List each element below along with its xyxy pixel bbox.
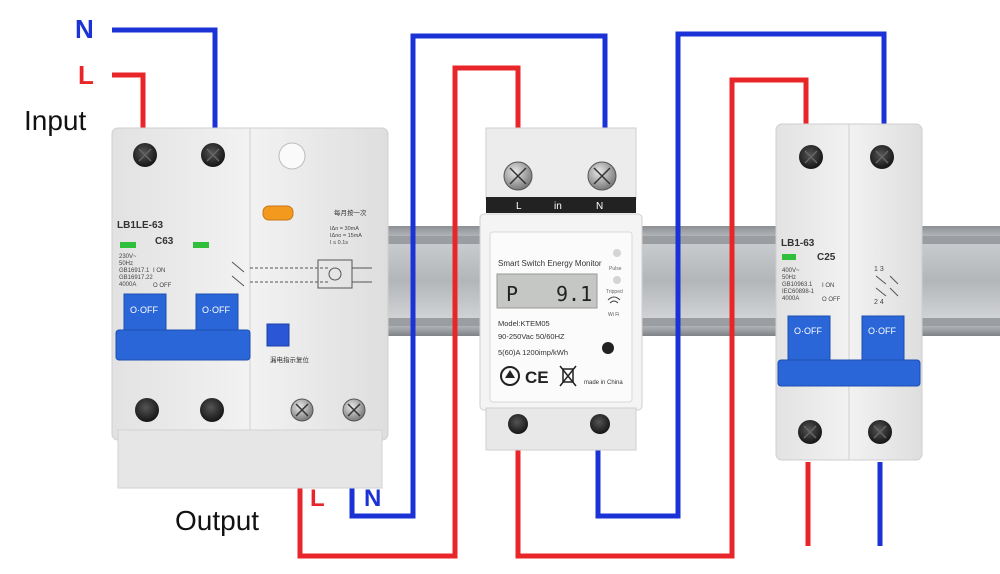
svg-text:IEC60898-1: IEC60898-1: [782, 289, 815, 295]
input-neutral-label: N: [75, 14, 94, 44]
rcbo-test-button[interactable]: [262, 205, 294, 221]
rcbo-indicator-left: [120, 242, 136, 248]
meter-tripped-label: Tripped: [606, 289, 623, 295]
recycle-icon: [500, 366, 520, 386]
meter-wifi-label: Wi Fi: [608, 312, 619, 318]
ce-mark-icon: CE: [525, 368, 549, 387]
svg-text:O·OFF: O·OFF: [868, 326, 896, 336]
input-live-label: L: [78, 60, 94, 90]
rcbo-reset-button[interactable]: [266, 323, 290, 347]
wire-rcbo-neutral-to-meter: [349, 33, 608, 519]
meter-lcd-mode: P: [506, 282, 518, 306]
rcbo-leak-params: IΔn = 30mA IΔno = 15mA I ≤ 0.1s: [330, 226, 362, 246]
meter-bottom-screw-n: [590, 414, 610, 434]
svg-text:O·OFF: O·OFF: [130, 305, 158, 315]
meter-tripped-led: [613, 276, 621, 284]
mcb-handle-bar[interactable]: [777, 359, 921, 387]
output-label: Output: [175, 505, 259, 536]
mcb-handle-left[interactable]: O·OFF: [787, 315, 831, 363]
svg-text:400V~: 400V~: [782, 268, 800, 274]
meter-lcd-value: 9.1: [556, 282, 592, 306]
svg-text:50Hz: 50Hz: [782, 275, 796, 281]
mcb-schematic-symbol: [875, 275, 899, 297]
mcb-terminal-bottom: 2 4: [874, 299, 884, 306]
wire-meter-neutral-to-mcb: [595, 31, 887, 519]
mcb-off-text: O OFF: [822, 297, 841, 303]
svg-text:IΔn = 30mA: IΔn = 30mA: [330, 226, 359, 232]
meter-pulse-label: Pulse: [609, 266, 622, 272]
meter-terminal-n: N: [596, 201, 603, 212]
rcbo-off-text: O OFF: [153, 283, 172, 289]
rcbo-breaker: LB1LE-63 C63 230V~ 50Hz GB16917.1 GB1691…: [111, 127, 389, 489]
mcb-terminal-top: 1 3: [874, 266, 884, 273]
wifi-icon: [607, 296, 621, 304]
mcb-on-text: I ON: [822, 283, 834, 289]
meter-pulse-led: [613, 249, 621, 257]
rcbo-indicator-right: [193, 242, 209, 248]
svg-text:O·OFF: O·OFF: [202, 305, 230, 315]
input-label: Input: [24, 105, 86, 136]
rcbo-rating: C63: [155, 236, 174, 247]
rcbo-on-text: I ON: [153, 268, 165, 274]
rcbo-top-terminals: [133, 142, 306, 170]
energy-meter: L in N Smart Switch Energy Monitor Pulse…: [479, 127, 643, 451]
output-live-label: L: [310, 485, 325, 512]
rcbo-schematic-symbol: [231, 259, 372, 289]
rcbo-handle-bar[interactable]: [115, 329, 251, 361]
wire-rcbo-live-to-meter: [297, 65, 521, 559]
rcbo-bottom-terminals: [135, 398, 366, 422]
meter-model: Model:KTEM05: [498, 319, 550, 328]
svg-text:GB10963.1: GB10963.1: [782, 282, 813, 288]
svg-text:IΔno = 15mA: IΔno = 15mA: [330, 233, 362, 239]
meter-button[interactable]: [602, 342, 614, 354]
mcb-spec-lines: 400V~ 50Hz GB10963.1 IEC60898-1 4000A: [782, 268, 815, 302]
wire-input-live: [112, 72, 146, 128]
svg-text:I ≤ 0.1s: I ≤ 0.1s: [330, 240, 348, 246]
svg-text:50Hz: 50Hz: [119, 261, 133, 267]
meter-title: Smart Switch Energy Monitor: [498, 259, 602, 268]
svg-text:GB16917.1: GB16917.1: [119, 268, 150, 274]
output-neutral-label: N: [364, 485, 381, 512]
svg-text:GB16917.22: GB16917.22: [119, 275, 153, 281]
meter-voltage: 90-250Vac 50/60HZ: [498, 332, 565, 341]
rcbo-spec-lines: 230V~ 50Hz GB16917.1 GB16917.22 4000A: [119, 254, 153, 288]
rcbo-handle-left[interactable]: O·OFF: [123, 293, 167, 335]
wire-meter-live-to-mcb: [515, 77, 809, 559]
rcbo-handle-right[interactable]: O·OFF: [195, 293, 239, 335]
meter-bottom-screw-l: [508, 414, 528, 434]
mcb-rating: C25: [817, 252, 836, 263]
meter-current: 5(60)A 1200imp/kWh: [498, 348, 568, 357]
svg-text:4000A: 4000A: [119, 282, 136, 288]
rcbo-test-hint: 每月按一次: [334, 208, 367, 217]
mcb-handle-right[interactable]: O·OFF: [861, 315, 905, 363]
mcb-indicator: [782, 254, 796, 260]
svg-text:O·OFF: O·OFF: [794, 326, 822, 336]
rcbo-reset-hint: 漏电指示复位: [270, 355, 310, 364]
mcb-breaker: LB1-63 C25 400V~ 50Hz GB10963.1 IEC60898…: [775, 123, 923, 461]
meter-terminal-l: L: [516, 201, 522, 212]
weee-bin-icon: [559, 365, 577, 387]
wires: [112, 27, 887, 559]
wire-input-neutral: [112, 27, 218, 128]
mcb-model: LB1-63: [781, 238, 815, 249]
svg-text:230V~: 230V~: [119, 254, 137, 260]
meter-terminal-in: in: [554, 201, 562, 212]
svg-text:4000A: 4000A: [782, 296, 799, 302]
meter-made-in: made in China: [584, 380, 623, 386]
rcbo-model: LB1LE-63: [117, 220, 164, 231]
meter-lcd: [496, 273, 598, 309]
